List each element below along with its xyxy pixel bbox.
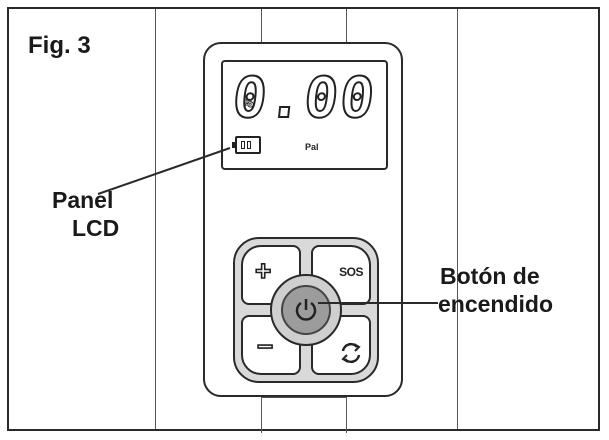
mount-line-top-right <box>346 9 347 44</box>
power-button[interactable] <box>270 274 342 346</box>
mount-line-bottom-right <box>346 397 347 433</box>
power-button-face <box>281 285 331 335</box>
mount-line-top-left <box>261 9 262 44</box>
mount-line-bottom-left <box>261 397 262 433</box>
sos-label: SOS <box>339 265 363 279</box>
keypad: + SOS − <box>233 237 379 383</box>
lcd-panel-callout: Panel LCD <box>52 187 120 241</box>
lcd-panel: 🚲︎ 0.00 Pal <box>221 60 388 170</box>
battery-icon <box>232 136 261 154</box>
minus-icon: − <box>256 330 274 363</box>
mount-line-bottom <box>261 397 346 398</box>
plus-icon: + <box>254 254 272 287</box>
refresh-icon <box>341 342 361 364</box>
wall-line-right <box>457 9 458 429</box>
power-button-callout: Botón de encendido <box>438 263 554 317</box>
figure-label: Fig. 3 <box>28 32 91 59</box>
power-icon <box>295 299 317 321</box>
lcd-digits: 0.00 <box>229 65 381 132</box>
bike-icon: 🚲︎ <box>237 94 255 110</box>
lcd-mode-text: Pal <box>305 142 319 152</box>
wall-line-left <box>155 9 156 429</box>
